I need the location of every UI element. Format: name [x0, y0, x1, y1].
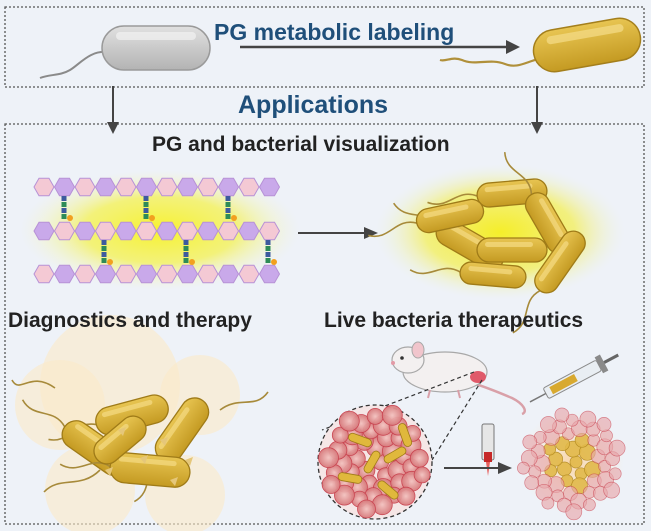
visualization-arrow [298, 227, 378, 239]
glycan-hexagon [135, 221, 158, 241]
peptide-link [225, 214, 231, 219]
fluorescent-label [149, 215, 155, 221]
peptide-link [101, 240, 107, 245]
fluorescent-label [271, 259, 277, 265]
peptide-link [225, 202, 231, 207]
peptide-link [265, 258, 271, 263]
glycan-hexagon [258, 221, 281, 241]
peptide-link [101, 258, 107, 263]
peptide-link [61, 202, 67, 207]
peptide-link [265, 240, 271, 245]
glycan-hexagon [74, 221, 96, 241]
peptide-link [143, 196, 149, 201]
glycan-hexagon [176, 177, 199, 197]
peptide-link [143, 202, 149, 207]
peptide-link [183, 258, 189, 263]
gold-bacterium-icon [439, 17, 642, 73]
glycan-hexagon [33, 177, 55, 197]
fluorescent-label [231, 215, 237, 221]
glycan-hexagon [258, 177, 281, 197]
syringe-icon [529, 353, 619, 403]
glowing-bacteria-cluster [368, 152, 586, 334]
bacterium [512, 230, 586, 334]
glycan-hexagon [94, 264, 117, 284]
mouse-icon [391, 341, 526, 416]
section-title: Applications [238, 91, 389, 119]
peptide-link [183, 246, 189, 251]
tumor-icon [317, 404, 433, 520]
peptidoglycan-lattice [33, 177, 281, 284]
treated-tumor [517, 407, 626, 521]
glycan-hexagon [197, 221, 219, 241]
glycan-hexagon [33, 264, 55, 284]
glycan-hexagon [197, 177, 219, 197]
glycan-hexagon [53, 221, 76, 241]
glycan-hexagon [156, 264, 178, 284]
labeling-arrow [240, 40, 520, 54]
glycan-hexagon [156, 221, 178, 241]
peptide-link [183, 240, 189, 245]
grey-bacterium-icon [39, 25, 211, 79]
fluorescent-label [67, 215, 73, 221]
peptide-link [225, 208, 231, 213]
peptide-link [225, 196, 231, 201]
applications-frame [4, 123, 645, 525]
bacterium [503, 152, 572, 254]
down-arrow-right [531, 86, 543, 134]
bacterium [476, 237, 548, 263]
panel-label-diagnostics: Diagnostics and therapy [8, 309, 252, 332]
header-title: PG metabolic labeling [214, 19, 455, 45]
peptide-link [101, 252, 107, 257]
glycan-hexagon [217, 221, 240, 241]
glycan-hexagon [197, 264, 219, 284]
panel-label-visualization: PG and bacterial visualization [152, 133, 450, 156]
glycan-hexagon [238, 221, 260, 241]
glycan-hexagon [74, 177, 96, 197]
glycan-hexagon [238, 264, 260, 284]
peptide-link [61, 214, 67, 219]
laser-arrow [444, 462, 512, 474]
glycan-hexagon [94, 177, 117, 197]
glycan-hexagon [53, 264, 76, 284]
peptide-link [265, 252, 271, 257]
peptide-link [143, 208, 149, 213]
peptide-link [143, 214, 149, 219]
down-arrow-left [107, 86, 119, 134]
glycan-hexagon [217, 264, 240, 284]
disrupted-bacteria [11, 315, 269, 531]
glycan-hexagon [176, 221, 199, 241]
glycan-hexagon [176, 264, 199, 284]
glycan-hexagon [33, 221, 55, 241]
glycan-hexagon [115, 264, 137, 284]
glycan-hexagon [135, 264, 158, 284]
fluorescent-label [107, 259, 113, 265]
peptide-link [183, 252, 189, 257]
glycan-hexagon [53, 177, 76, 197]
bacterium [368, 198, 485, 238]
zoom-line-right [431, 379, 483, 461]
glycan-hexagon [115, 177, 137, 197]
glycan-hexagon [258, 264, 281, 284]
peptide-link [101, 246, 107, 251]
peptide-link [61, 208, 67, 213]
bacterium [409, 261, 527, 289]
laser-icon [481, 423, 495, 476]
header-frame [4, 6, 645, 88]
glycan-hexagon [115, 221, 137, 241]
fluorescent-label [189, 259, 195, 265]
panel-label-live: Live bacteria therapeutics [324, 309, 584, 332]
peptide-link [61, 196, 67, 201]
glycan-hexagon [238, 177, 260, 197]
peptide-link [265, 246, 271, 251]
glycan-hexagon [217, 177, 240, 197]
glycan-hexagon [156, 177, 178, 197]
glycan-hexagon [74, 264, 96, 284]
glycan-hexagon [94, 221, 117, 241]
glycan-hexagon [135, 177, 158, 197]
